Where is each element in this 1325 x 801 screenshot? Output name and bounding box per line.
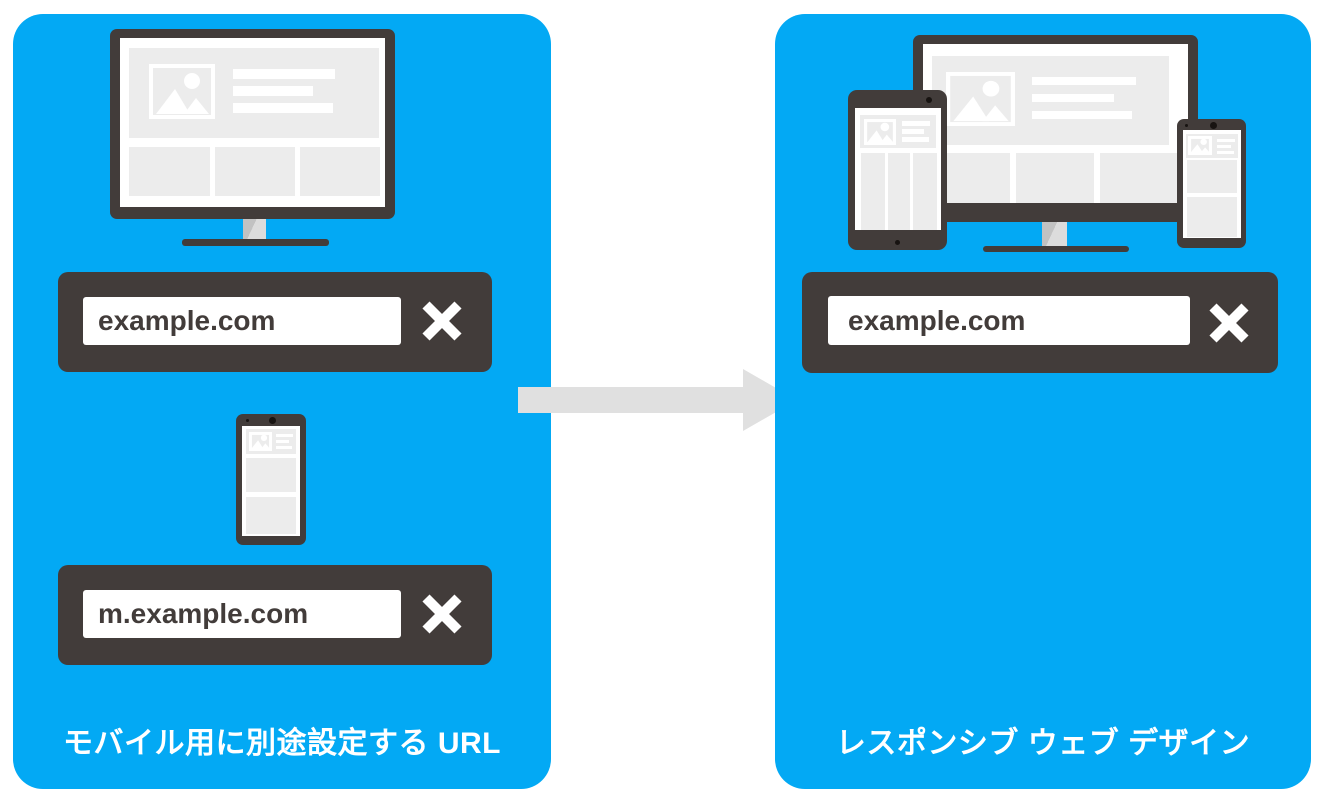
text-line: [1217, 139, 1235, 142]
monitor-stand-base: [182, 239, 329, 246]
text-line: [902, 137, 929, 142]
phone-screen: [1183, 130, 1241, 238]
close-icon[interactable]: [421, 300, 463, 342]
image-placeholder-icon: [946, 72, 1015, 126]
mobile-url-input[interactable]: m.example.com: [83, 590, 401, 638]
tablet-camera-dot: [926, 97, 932, 103]
responsive-web-design-panel: example.com レスポンシブ ウェブ デザイン: [775, 14, 1311, 789]
monitor-stand-base: [983, 246, 1129, 252]
phone-illustration: [236, 414, 306, 545]
text-line: [1032, 111, 1132, 119]
content-block: [1187, 197, 1237, 237]
content-block: [246, 458, 296, 492]
tablet-home-dot: [895, 240, 900, 245]
monitor-screen: [923, 44, 1188, 203]
desktop-url-text: example.com: [98, 305, 276, 336]
page-header-block: [246, 429, 296, 454]
right-panel-caption: レスポンシブ ウェブ デザイン: [835, 727, 1251, 760]
phone-camera-dot: [269, 417, 276, 424]
content-column: [888, 153, 910, 230]
desktop-url-bar: example.com: [58, 272, 492, 372]
text-line: [276, 434, 293, 437]
content-block: [129, 147, 210, 196]
text-line: [1032, 94, 1114, 102]
content-column: [861, 153, 885, 230]
page-header-block: [1186, 134, 1238, 158]
content-block: [246, 497, 296, 534]
text-line: [1217, 145, 1231, 148]
image-placeholder-icon: [1188, 136, 1212, 155]
content-column: [913, 153, 937, 230]
responsive-url-bar: example.com: [802, 272, 1278, 373]
phone-sensor-dot: [1185, 124, 1188, 127]
text-line: [1217, 151, 1234, 154]
arrow-right-icon: [518, 368, 798, 432]
content-block: [1187, 160, 1237, 193]
image-placeholder-icon: [249, 432, 272, 451]
close-icon[interactable]: [421, 593, 463, 635]
text-line: [902, 129, 924, 134]
text-line: [1032, 77, 1136, 85]
mobile-url-text: m.example.com: [98, 598, 309, 629]
phone-illustration: [1177, 119, 1246, 248]
text-line: [233, 103, 333, 113]
monitor-stand-neck: [243, 219, 266, 239]
tablet-screen: [855, 108, 941, 230]
text-line: [233, 69, 335, 79]
close-icon[interactable]: [1208, 302, 1250, 344]
text-line: [276, 446, 292, 449]
page-header-block: [129, 48, 379, 138]
monitor-screen: [120, 38, 385, 207]
page-header-block: [932, 56, 1169, 145]
tablet-illustration: [848, 90, 947, 250]
responsive-url-input[interactable]: example.com: [828, 296, 1190, 345]
page-header-block: [860, 115, 936, 148]
content-block: [300, 147, 380, 196]
text-line: [902, 121, 930, 126]
text-line: [276, 440, 289, 443]
phone-sensor-dot: [246, 419, 249, 422]
content-block: [1100, 153, 1178, 203]
content-block: [215, 147, 295, 196]
image-placeholder-icon: [864, 119, 896, 145]
responsive-url-text: example.com: [848, 304, 1026, 336]
phone-camera-dot: [1210, 122, 1217, 129]
desktop-url-input[interactable]: example.com: [83, 297, 401, 345]
desktop-monitor-illustration: [110, 29, 395, 219]
left-panel-caption: モバイル用に別途設定する URL: [63, 727, 501, 760]
monitor-stand-neck: [1042, 222, 1067, 246]
phone-screen: [242, 426, 300, 536]
content-block: [1016, 153, 1094, 203]
desktop-monitor-illustration: [913, 35, 1198, 222]
separate-mobile-url-panel: example.com: [13, 14, 551, 789]
text-line: [233, 86, 313, 96]
image-placeholder-icon: [149, 64, 215, 119]
mobile-url-bar: m.example.com: [58, 565, 492, 665]
